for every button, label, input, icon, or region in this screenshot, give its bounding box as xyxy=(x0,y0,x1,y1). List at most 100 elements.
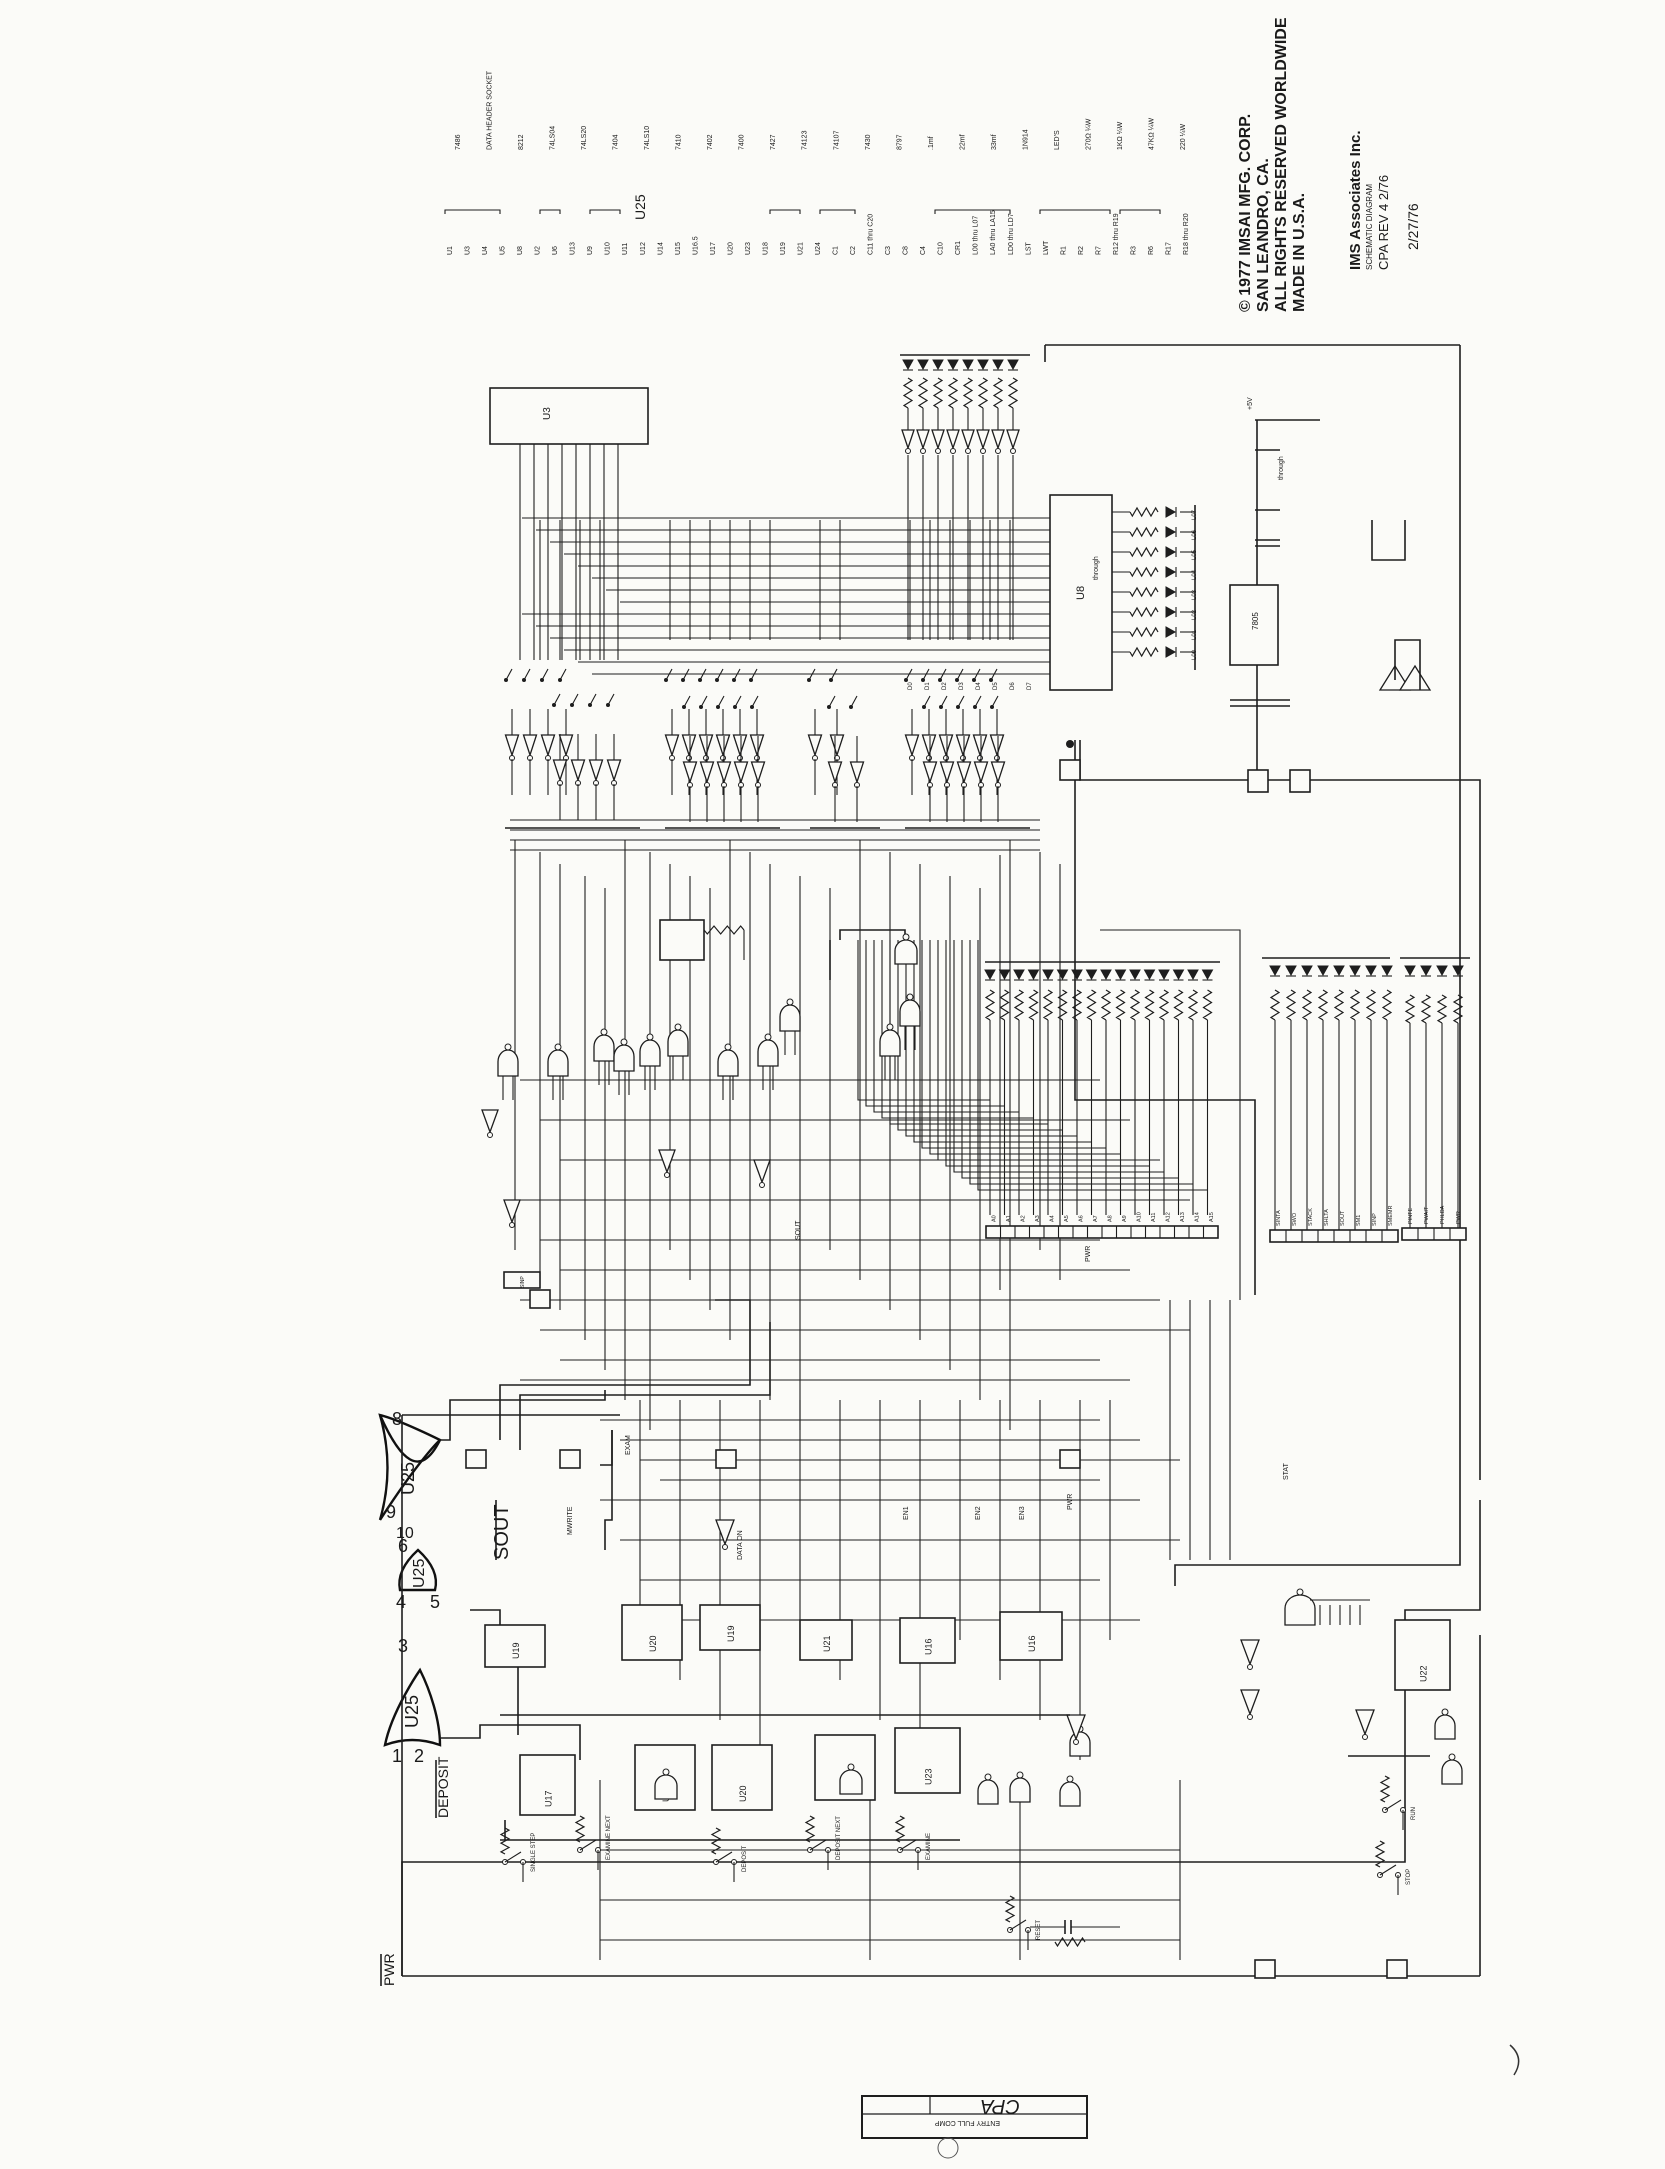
buffer-gate-icon xyxy=(938,734,954,758)
led-icon xyxy=(1301,965,1313,977)
led-icon xyxy=(962,359,974,371)
logic-gate-icon xyxy=(899,999,921,1027)
buffer-gate-icon xyxy=(522,734,538,758)
part-ref: U11 xyxy=(622,243,629,255)
buffer-gate-icon xyxy=(699,761,715,785)
u25-gate-mid xyxy=(398,1548,438,1592)
part-value: 74LS10 xyxy=(644,126,651,150)
part-ref: R7 xyxy=(1095,246,1102,255)
resistor-icon xyxy=(902,377,914,409)
led-icon xyxy=(1333,965,1345,977)
part-value: 7400 xyxy=(739,134,746,150)
led-icon xyxy=(1114,969,1127,981)
io-boxes: MWRITE DATA ON EXAM EN1 EN2 EN3 PWR STAT xyxy=(465,759,1408,1979)
buffer-gate-icon xyxy=(1355,1709,1375,1736)
led-icon xyxy=(1129,969,1141,981)
part-ref: C2 xyxy=(850,246,857,255)
resistor-icon xyxy=(1057,989,1068,1021)
led-icon xyxy=(1071,969,1083,981)
buffer-gate-icon xyxy=(1240,1639,1260,1666)
buffer-gate-icon xyxy=(989,734,1005,758)
led-icon xyxy=(992,359,1004,371)
buffer-gate-icon xyxy=(972,734,988,758)
data-bit-label: D1 xyxy=(925,682,931,690)
debounce-gate-icon xyxy=(654,1774,678,1800)
part-ref: U3 xyxy=(465,246,472,255)
buffer-gate-icon xyxy=(849,761,865,785)
resistor-icon xyxy=(1004,1895,1016,1923)
wiring-mesh xyxy=(510,444,1241,1960)
led-icon xyxy=(917,359,929,371)
sout-net-label: SOUT xyxy=(795,1220,802,1240)
one-shot-ic xyxy=(659,919,705,961)
part-ref: U12 xyxy=(640,242,647,255)
pin-10: 10 xyxy=(396,1525,414,1542)
part-value: 7486 xyxy=(455,134,462,150)
copyright-made: MADE IN U.S.A. xyxy=(1291,193,1308,312)
pin-4: 4 xyxy=(396,1592,406,1612)
pin-label: SMEMR xyxy=(1388,1206,1394,1227)
led-icon xyxy=(1165,566,1177,578)
part-ref: C8 xyxy=(903,246,910,255)
resistor-icon xyxy=(703,925,745,935)
switch-label: SINGLE STEP xyxy=(531,1833,537,1872)
buffer-gate-icon xyxy=(749,734,765,758)
u25-label-3: U25 xyxy=(402,1695,422,1728)
buffer-gate-icon xyxy=(682,761,698,785)
part-ref: U10 xyxy=(605,242,612,255)
pin-label: PHLDA xyxy=(1440,1205,1446,1224)
resistor-icon xyxy=(1100,989,1112,1021)
buffer-gate-icon xyxy=(681,734,697,758)
u22-ic xyxy=(1394,1619,1451,1691)
part-ref: R1 xyxy=(1060,246,1067,255)
pin-1: 1 xyxy=(392,1746,402,1766)
part-ref: LST xyxy=(1025,241,1032,255)
led-icon xyxy=(1187,969,1199,981)
copyright-year: © 1977 IMSAI MFG. CORP. xyxy=(1237,114,1254,312)
data-bit-label: D5 xyxy=(993,682,999,690)
u3-socket xyxy=(489,387,649,445)
pin-label: A15 xyxy=(1209,1212,1215,1222)
buffer-gate-icon xyxy=(716,761,732,785)
switch-lever-icon xyxy=(715,1851,733,1863)
led-icon xyxy=(1452,965,1464,977)
resistor-icon xyxy=(917,377,929,409)
pin-2: 2 xyxy=(414,1746,424,1766)
resistor-icon xyxy=(962,377,974,409)
data-bit-label: D6 xyxy=(1010,682,1016,690)
address-leds xyxy=(839,929,1220,1215)
u19-ic xyxy=(484,1624,546,1668)
resistor-icon xyxy=(499,1827,511,1855)
part-ref: U24 xyxy=(815,242,822,255)
title-block: CPA ENTRY FULL COMP xyxy=(861,2044,1520,2159)
pin-label: A1 xyxy=(1006,1215,1012,1222)
logic-gate-icon xyxy=(717,1049,739,1077)
switch-label: STOP xyxy=(1406,1869,1412,1885)
buffer-gate-icon xyxy=(481,1109,499,1134)
buffer-gate-icon xyxy=(916,429,930,451)
resistor-icon xyxy=(1436,994,1448,1024)
part-ref-u25: U25 xyxy=(632,194,648,220)
status-leds xyxy=(1262,957,1470,1230)
pin-label: A4 xyxy=(1049,1215,1055,1222)
part-value: 33mf xyxy=(991,134,998,150)
led-icon xyxy=(1381,965,1393,977)
resistor-icon xyxy=(804,1815,816,1843)
switch-lever-icon xyxy=(1379,1864,1397,1876)
part-value: 270Ω ¼W xyxy=(1085,118,1092,150)
resistor-icon xyxy=(1349,989,1361,1021)
u8-body xyxy=(1049,494,1113,691)
u25-label-2: U25 xyxy=(411,1559,428,1588)
part-value: 7430 xyxy=(865,134,872,150)
resistor-icon xyxy=(1129,506,1159,518)
switch-label: EXAMINE NEXT xyxy=(606,1815,612,1860)
part-ref: U8 xyxy=(517,246,524,255)
switch-lever-icon xyxy=(899,1839,917,1851)
pin-label: PINTE xyxy=(1408,1207,1414,1224)
buffer-gate-icon xyxy=(1240,1689,1260,1716)
signal-deposit: DEPOSIT xyxy=(435,1756,451,1818)
